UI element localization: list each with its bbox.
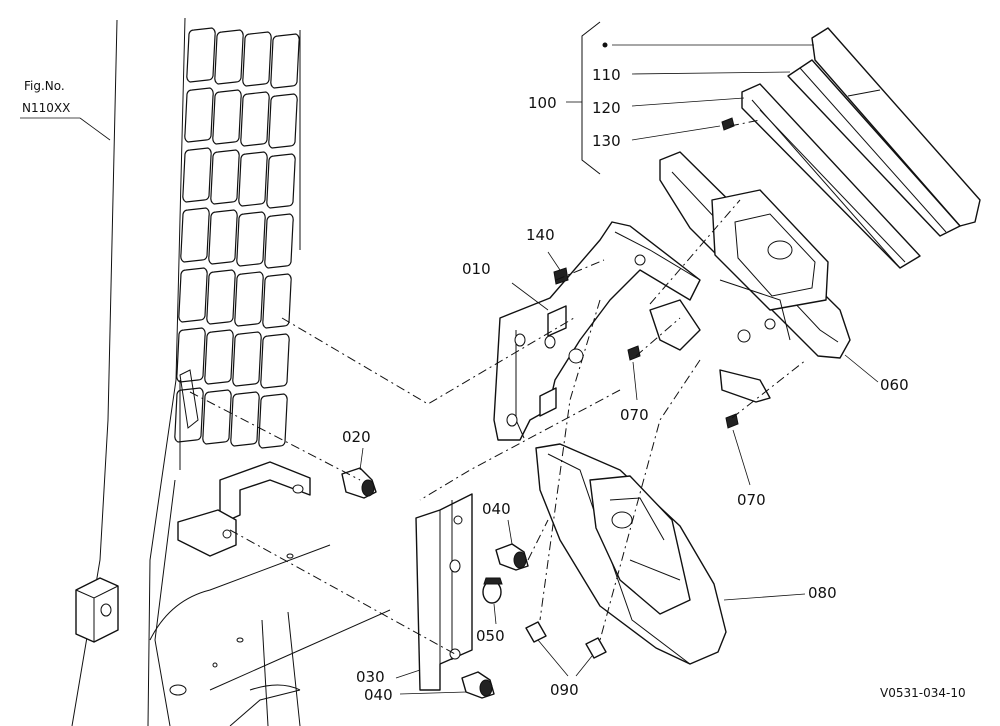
part-130-screw <box>721 117 735 131</box>
mesh-cell <box>210 149 240 205</box>
part-040-bolt-lower <box>461 671 495 699</box>
mesh-cell <box>184 87 214 143</box>
callout-080: 080 <box>808 584 837 602</box>
mesh-cell <box>176 327 206 383</box>
mesh-cell <box>232 331 262 387</box>
mesh-cell <box>212 89 242 145</box>
drawing-code: V0531-034-10 <box>880 686 966 700</box>
mesh-cell <box>180 207 210 263</box>
assembly-100-bracket <box>566 21 608 175</box>
callout-100: 100 <box>528 94 557 112</box>
callout-070-a: 070 <box>620 406 649 424</box>
mesh-cell <box>266 153 296 209</box>
fig-number: N110XX <box>22 101 70 115</box>
callout-040-lower: 040 <box>364 686 393 704</box>
mesh-cell <box>206 269 236 325</box>
nut-block <box>75 577 119 643</box>
mesh-cell <box>258 393 288 449</box>
cab-frame <box>71 17 391 726</box>
part-070-screw-b <box>725 413 739 429</box>
part-050-plug <box>482 577 503 604</box>
part-140-screw <box>553 267 569 285</box>
callout-110: 110 <box>592 66 621 84</box>
part-020-bolt <box>341 467 377 499</box>
part-040-bolt-upper <box>495 543 529 571</box>
callout-040-upper: 040 <box>482 500 511 518</box>
part-110-lens-cover <box>787 27 981 237</box>
mesh-cell <box>260 333 290 389</box>
part-090-screws <box>525 621 607 659</box>
assembly-center-lines <box>189 119 807 655</box>
mesh-cell <box>240 91 270 147</box>
mesh-panel <box>174 27 300 449</box>
mesh-cell <box>214 29 244 85</box>
part-070-screw-a <box>627 345 641 361</box>
mesh-cell <box>208 209 238 265</box>
callout-120: 120 <box>592 99 621 117</box>
callout-140: 140 <box>526 226 555 244</box>
mesh-cell <box>262 273 292 329</box>
part-080-lower-cover <box>535 443 727 665</box>
mesh-cell <box>204 329 234 385</box>
callout-070-b: 070 <box>737 491 766 509</box>
mesh-cell <box>230 391 260 447</box>
part-030-vertical-bracket <box>415 493 473 691</box>
callout-050: 050 <box>476 627 505 645</box>
part-010-main-bracket <box>493 221 771 441</box>
part-060-lamp-housing <box>659 151 851 359</box>
figure-label-group: Fig.No. N110XX V0531-034-10 <box>22 79 966 700</box>
mesh-cell <box>234 271 264 327</box>
mesh-cell <box>178 267 208 323</box>
part-120-gasket <box>741 83 921 269</box>
mesh-cell <box>202 389 232 445</box>
mesh-cell <box>268 93 298 149</box>
mesh-cell <box>174 387 204 443</box>
callout-090: 090 <box>550 681 579 699</box>
mesh-cell <box>236 211 266 267</box>
leader-lines <box>20 44 879 695</box>
callout-010: 010 <box>462 260 491 278</box>
mesh-cell <box>242 31 272 87</box>
frame-bracket <box>177 369 311 557</box>
mesh-cell <box>182 147 212 203</box>
callout-060: 060 <box>880 376 909 394</box>
mesh-cell <box>186 27 216 83</box>
mesh-cell <box>238 151 268 207</box>
callout-130: 130 <box>592 132 621 150</box>
callout-labels: 110 120 130 100 140 010 060 070 070 020 … <box>342 66 909 704</box>
mesh-cell <box>270 33 300 89</box>
callout-020: 020 <box>342 428 371 446</box>
fig-label: Fig.No. <box>24 79 65 93</box>
callout-030: 030 <box>356 668 385 686</box>
mesh-cell <box>264 213 294 269</box>
